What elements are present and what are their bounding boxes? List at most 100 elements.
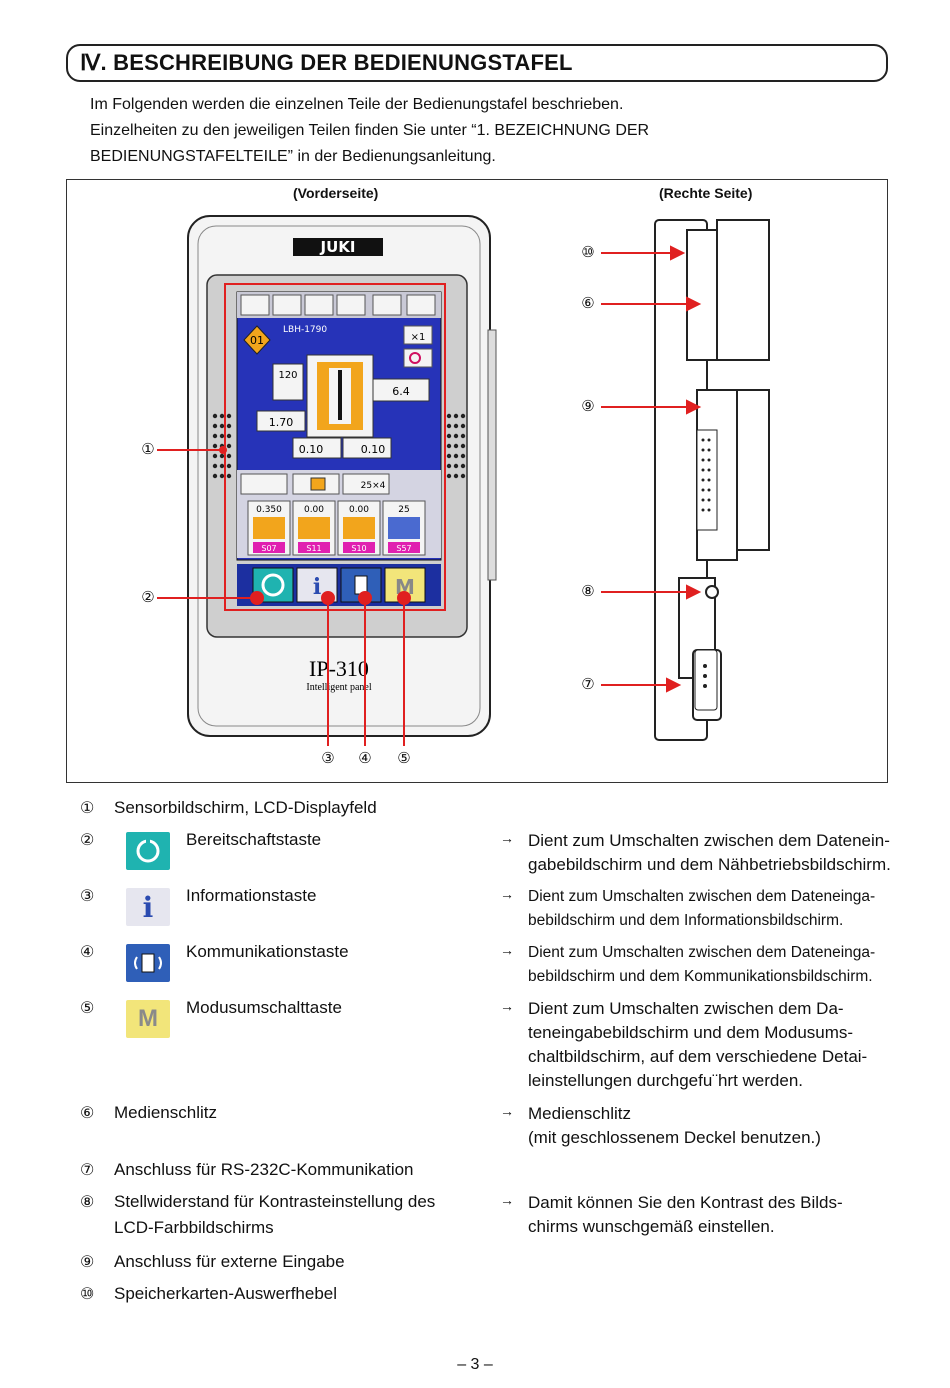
callout-6: ⑥ (581, 295, 595, 312)
param-code: S10 (351, 544, 366, 553)
list-item: ④ Kommunikationstaste → Dient zum Umscha… (0, 942, 950, 992)
item-label: Stellwiderstand für Kontrasteinstellung … (114, 1189, 435, 1241)
logo-text: JUKI (320, 238, 356, 256)
mode-key-glyph: M (138, 1005, 158, 1032)
model-text: IP-310 (309, 656, 369, 681)
item-label: Speicherkarten-Auswerfhebel (114, 1284, 338, 1303)
item-label: Medienschlitz (114, 1103, 217, 1122)
ready-key-icon (126, 832, 170, 870)
intro-line: Einzelheiten zu den jeweiligen Teilen fi… (90, 122, 650, 139)
arrow-icon: → (500, 886, 514, 902)
callout-9: ⑨ (581, 398, 595, 415)
item-label: Anschluss für RS-232C-Kommunikation (114, 1160, 414, 1179)
item-label: Informationstaste (186, 886, 317, 905)
front-caption: (Vorderseite) (293, 185, 379, 201)
item-label: Anschluss für externe Eingabe (114, 1252, 345, 1271)
param-value: 25 (398, 505, 409, 515)
description-line: Dient zum Umschalten zwischen dem Datene… (528, 831, 890, 850)
param-code: S11 (306, 544, 321, 553)
right-value: 0.10 (361, 443, 386, 456)
description-line: leinstellungen durchgefu¨hrt werden. (528, 1071, 804, 1090)
description-line: Dient zum Umschalten zwischen dem Datene… (528, 888, 876, 905)
item-description: Dient zum Umschalten zwischen dem Da- te… (528, 997, 867, 1093)
item-label: Modusumschalttaste (186, 998, 342, 1017)
label-line: Stellwiderstand für Kontrasteinstellung … (114, 1192, 436, 1211)
intro-text: Im Folgenden werden die einzelnen Teile … (90, 92, 649, 170)
comm-key-icon (126, 944, 170, 982)
intro-line: BEDIENUNGSTAFELTEILE” in der Bedienungsa… (90, 148, 496, 165)
section-title-box: Ⅳ. BESCHREIBUNG DER BEDIENUNGSTAFEL (66, 44, 888, 82)
description-line: bebildschirm und dem Informationsbildsch… (528, 912, 844, 929)
item-number: ⑧ (80, 1194, 95, 1211)
arrow-icon: → (500, 998, 514, 1014)
label-line: LCD-Farbbildschirms (114, 1218, 274, 1237)
juki-logo (293, 238, 383, 256)
param-value: 0.00 (349, 505, 369, 515)
item-label: Sensorbildschirm, LCD-Displayfeld (114, 798, 377, 817)
arrow-icon: → (500, 1192, 514, 1208)
screen-model-name: LBH-1790 (283, 325, 327, 335)
description-line: chirms wunschgemäß einstellen. (528, 1217, 775, 1236)
item-description: Dient zum Umschalten zwischen dem Datene… (528, 885, 875, 933)
description-line: Damit können Sie den Kontrast des Bilds- (528, 1193, 843, 1212)
callout-5: ⑤ (397, 750, 411, 767)
item-number: ⑨ (80, 1254, 95, 1271)
callout-2: ② (141, 589, 155, 606)
item-number: ① (80, 800, 95, 817)
description-line: teneingabebildschirm und dem Modusums- (528, 1023, 854, 1042)
callout-10: ⑩ (581, 244, 595, 261)
side-caption: (Rechte Seite) (659, 185, 753, 201)
param-value: 0.350 (256, 505, 282, 515)
info-key-icon: i (126, 888, 170, 926)
item-description: Dient zum Umschalten zwischen dem Datene… (528, 941, 875, 989)
description-line: (mit geschlossenem Deckel benutzen.) (528, 1128, 821, 1147)
item-number: ⑩ (80, 1286, 95, 1303)
callout-8: ⑧ (581, 583, 595, 600)
panel-figure: (Vorderseite) (Rechte Seite) JUKI LBH-17… (66, 179, 888, 783)
item-number: ⑥ (80, 1105, 95, 1122)
item-number: ⑤ (80, 1000, 95, 1017)
callout-4: ④ (358, 750, 372, 767)
panel-illustration: JUKI LBH-1790 01 ×1 120 6.4 (157, 215, 770, 746)
list-item: ⑤ M Modusumschalttaste → Dient zum Umsch… (0, 998, 950, 1098)
model-sub-text: Intelligent panel (306, 682, 371, 693)
callout-1: ① (141, 441, 155, 458)
item-label: Kommunikationstaste (186, 942, 349, 961)
list-item: ② Bereitschaftstaste → Dient zum Umschal… (0, 830, 950, 880)
list-item: ③ i Informationstaste → Dient zum Umscha… (0, 886, 950, 936)
item-number: ④ (80, 944, 95, 961)
description-line: chaltbildschirm, auf dem verschiedene De… (528, 1047, 868, 1066)
callout-7: ⑦ (581, 676, 595, 693)
item-number: ③ (80, 888, 95, 905)
param-code: S57 (396, 544, 411, 553)
arrow-icon: → (500, 1103, 514, 1119)
description-line: Dient zum Umschalten zwischen dem Datene… (528, 944, 876, 961)
intro-line: Im Folgenden werden die einzelnen Teile … (90, 96, 624, 113)
description-line: Dient zum Umschalten zwischen dem Da- (528, 999, 844, 1018)
mode-key-icon: M (126, 1000, 170, 1038)
x1-label: ×1 (411, 332, 426, 343)
param-value: 0.00 (304, 505, 324, 515)
item-description: Damit können Sie den Kontrast des Bilds-… (528, 1191, 843, 1239)
item-description: Dient zum Umschalten zwischen dem Datene… (528, 829, 891, 877)
description-line: bebildschirm und dem Kommunikationsbilds… (528, 968, 873, 985)
description-line: Medienschlitz (528, 1104, 631, 1123)
stitches-value: 120 (278, 370, 297, 381)
info-key-glyph: i (142, 890, 154, 924)
length-value: 1.70 (269, 416, 294, 429)
item-description: Medienschlitz (mit geschlossenem Deckel … (528, 1102, 821, 1150)
info-key-text: i (313, 574, 321, 600)
section-title: Ⅳ. BESCHREIBUNG DER BEDIENUNGSTAFEL (80, 50, 573, 75)
list-item: ⑧ Stellwiderstand für Kontrasteinstellun… (0, 1192, 950, 1242)
item-label: Bereitschaftstaste (186, 830, 322, 849)
list-item: ⑥ Medienschlitz → Medienschlitz (mit ges… (0, 1103, 950, 1153)
callout-3: ③ (321, 750, 335, 767)
count-label: 25×4 (361, 481, 386, 491)
width-value: 6.4 (392, 385, 410, 398)
item-number: ⑦ (80, 1162, 95, 1179)
pattern-no: 01 (250, 334, 264, 347)
arrow-icon: → (500, 942, 514, 958)
description-line: gabebildschirm und dem Nähbetriebsbildsc… (528, 855, 891, 874)
left-value: 0.10 (299, 443, 324, 456)
arrow-icon: → (500, 830, 514, 846)
